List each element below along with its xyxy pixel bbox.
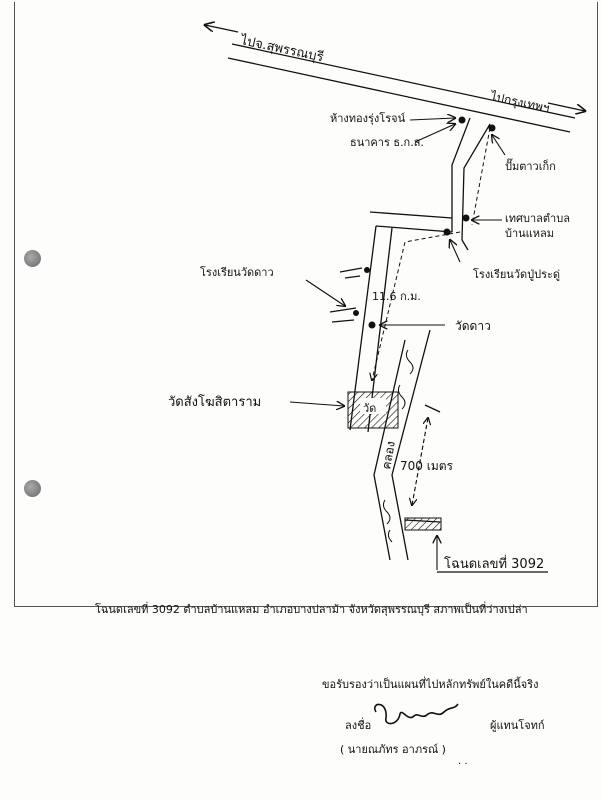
land-parcel	[404, 517, 442, 531]
label-700-meters: 700 เมตร	[400, 459, 454, 473]
label-to-bangkok: ไปกรุงเทพฯ	[488, 89, 551, 116]
branch-road	[369, 117, 491, 251]
label-school-wat-dao: โรงเรียนวัดดาว	[200, 265, 274, 279]
canal-label: คลอง	[379, 440, 398, 470]
label-gas-station: ปั๊มตาวเก็ก	[505, 158, 556, 173]
temple-short-label: วัด	[363, 402, 376, 415]
label-deed-number: โฉนดเลขที่ 3092	[444, 555, 544, 572]
stray-mark: . .	[458, 756, 468, 767]
location-map: คลอง วัด	[168, 0, 602, 573]
sign-label: ลงชื่อ	[345, 719, 372, 732]
route-dashed	[372, 127, 491, 505]
main-highway	[227, 43, 576, 133]
landmark-dots	[353, 116, 496, 329]
label-wat-sangkhom: วัดสังโฆสิตาราม	[168, 394, 261, 410]
temple-area	[347, 391, 399, 429]
label-school-wat-pradu: โรงเรียนวัดปู่ประดู่	[473, 267, 560, 281]
label-to-suphan: ไปจ.สุพรรณบุรี	[238, 32, 325, 65]
direction-arrow-bangkok	[547, 102, 585, 111]
signature	[374, 703, 459, 725]
label-gold-shop: ห้างทองรุ่งโรจน์	[330, 111, 406, 125]
punch-hole	[24, 480, 41, 497]
certification-text: ขอรับรองว่าเป็นแผนที่ไปหลักทรัพย์ในคดีนี…	[322, 678, 539, 691]
map-caption: โฉนดเลขที่ 3092 ตำบลบ้านแหลม อำเภอบางปลา…	[95, 603, 528, 616]
signer-name: ( นายณภัทร อาภรณ์ )	[340, 743, 446, 756]
leader-arrows	[289, 118, 506, 570]
label-distance-11-6km: 11.6 ก.ม.	[372, 290, 421, 303]
label-wat-dao: วัดดาว	[455, 319, 491, 333]
signer-role: ผู้แทนโจทก์	[490, 719, 545, 732]
canal-wiggle	[382, 349, 414, 543]
label-subdistrict-office-2: บ้านแหลม	[505, 227, 554, 240]
punch-hole	[24, 250, 41, 267]
label-baac: ธนาคาร ธ.ก.ส.	[350, 136, 424, 149]
direction-arrow-suphan	[205, 25, 239, 33]
tick-mark	[424, 404, 441, 413]
label-subdistrict-office: เทศบาลตำบล	[505, 212, 570, 225]
sheet-border	[14, 2, 598, 607]
